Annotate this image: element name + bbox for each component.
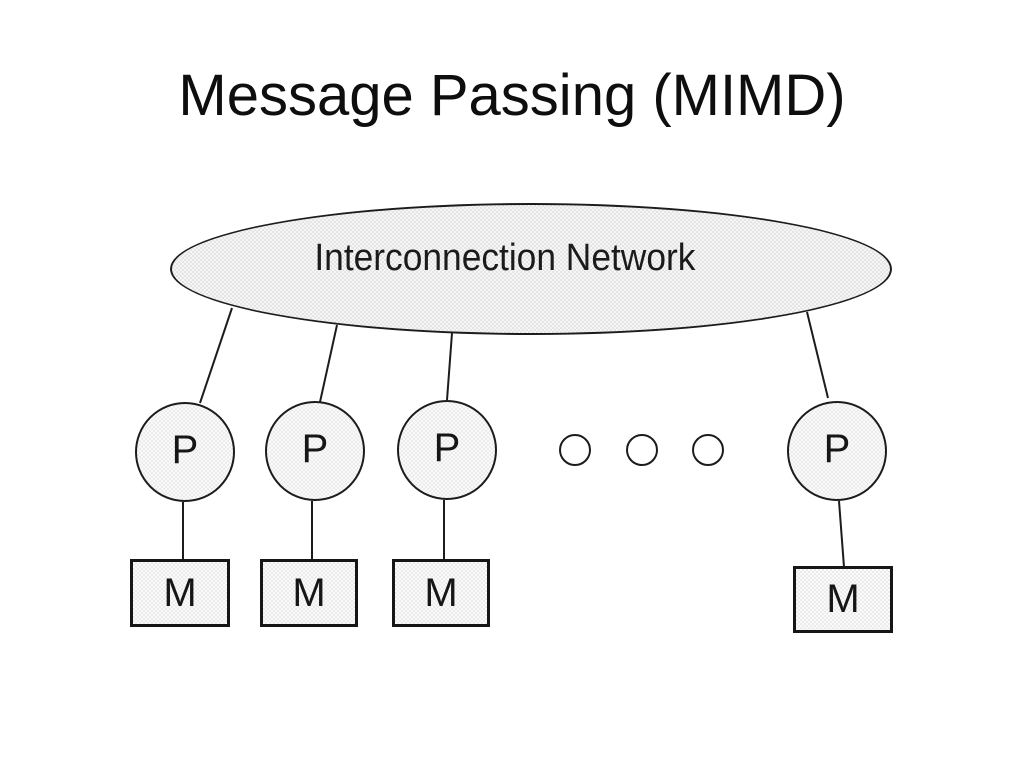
processor-node-3: P <box>397 400 497 500</box>
processor-node-4: P <box>787 401 887 501</box>
interconnection-network-label: Interconnection Network <box>314 236 696 279</box>
memory-label: M <box>826 577 860 621</box>
ellipsis-dot-3 <box>692 434 724 466</box>
memory-node-1: M <box>130 559 230 627</box>
connector-network-p1 <box>199 307 233 404</box>
memory-node-4: M <box>793 566 893 633</box>
connector-network-p2 <box>319 324 338 403</box>
ellipsis-dot-1 <box>559 434 591 466</box>
connector-p4-m4 <box>838 500 845 568</box>
memory-node-2: M <box>260 559 358 627</box>
memory-label: M <box>424 570 458 615</box>
processor-node-1: P <box>135 402 235 502</box>
processor-label: P <box>301 426 329 471</box>
processor-node-2: P <box>265 401 365 501</box>
connector-network-p3 <box>446 332 453 401</box>
memory-label: M <box>163 570 197 615</box>
processor-label: P <box>433 425 461 470</box>
slide-title: Message Passing (MIMD) <box>178 63 846 128</box>
memory-label: M <box>292 570 326 615</box>
ellipsis-dot-2 <box>626 434 658 466</box>
processor-label: P <box>171 427 199 472</box>
processor-label: P <box>823 426 851 471</box>
connector-network-p4 <box>806 311 829 399</box>
memory-node-3: M <box>392 559 490 627</box>
interconnection-network-node: Interconnection Network <box>170 203 892 335</box>
